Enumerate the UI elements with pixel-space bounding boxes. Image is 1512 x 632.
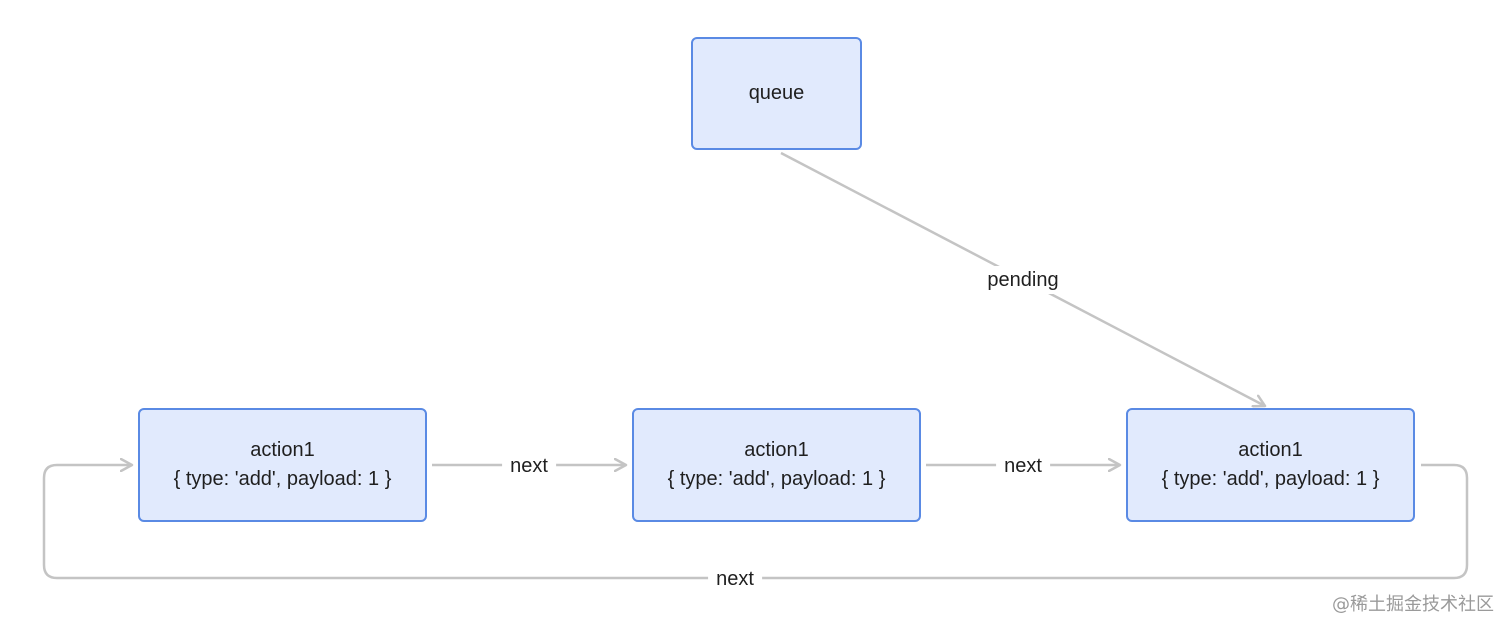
edge-label-next: next xyxy=(996,452,1050,480)
queue-node: queue xyxy=(691,37,862,150)
edge-label-next-loop: next xyxy=(708,565,762,593)
action-body: { type: 'add', payload: 1 } xyxy=(1161,468,1380,490)
action-title: action1 xyxy=(250,439,315,461)
action-body: { type: 'add', payload: 1 } xyxy=(667,468,886,490)
edge-label-pending: pending xyxy=(979,266,1067,294)
action-node: action1 { type: 'add', payload: 1 } xyxy=(138,408,427,522)
action-title: action1 xyxy=(1238,439,1303,461)
action-node: action1 { type: 'add', payload: 1 } xyxy=(1126,408,1415,522)
edge-label-next: next xyxy=(502,452,556,480)
watermark: @稀土掘金技术社区 xyxy=(1332,594,1494,615)
queue-label: queue xyxy=(748,82,805,104)
action-body: { type: 'add', payload: 1 } xyxy=(173,468,392,490)
action-title: action1 xyxy=(744,439,809,461)
action-node: action1 { type: 'add', payload: 1 } xyxy=(632,408,921,522)
